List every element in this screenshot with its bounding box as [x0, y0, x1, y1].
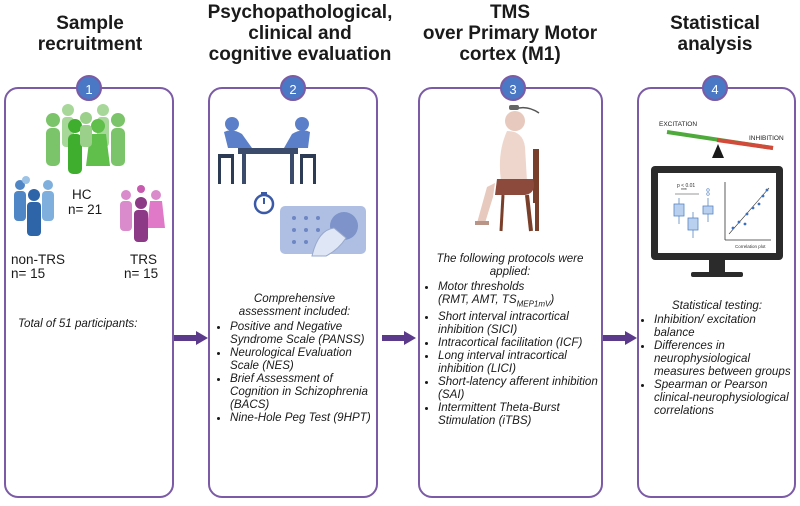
hc-count: n= 21	[68, 202, 103, 217]
list-item: Motor thresholds (RMT, AMT, TSMEP1mV)	[438, 280, 600, 310]
non-trs-count: n= 15	[11, 266, 46, 281]
total-participants: Total of 51 participants:	[18, 317, 138, 330]
arrow-right-icon	[382, 331, 416, 345]
evaluation-intro: Comprehensive assessment included:	[238, 292, 351, 318]
seated-person-tms-illustration	[475, 105, 540, 232]
inhibition-label: INHIBITION	[749, 135, 784, 142]
arrow-right-icon	[603, 331, 637, 345]
excitation-label: EXCITATION	[659, 121, 697, 128]
protocols-list: Motor thresholds (RMT, AMT, TSMEP1mV) Sh…	[426, 280, 600, 427]
motor-thresholds-close: )	[550, 293, 555, 306]
title-statistical-analysis: Statistical analysis	[670, 13, 760, 55]
title-sample-recruitment: Sample recruitment	[37, 13, 143, 55]
statistics-intro: Statistical testing:	[671, 299, 763, 312]
statistics-list: Inhibition/ excitation balance Differenc…	[642, 313, 792, 417]
balance-scale-icon: EXCITATION INHIBITION	[659, 121, 784, 158]
list-item: Brief Assessment of Cognition in Schizop…	[230, 372, 373, 411]
non-trs-people-icon	[14, 176, 54, 236]
list-item: Intermittent Theta-Burst Stimulation (iT…	[438, 401, 600, 427]
list-item: Neurological Evaluation Scale (NES)	[230, 346, 373, 372]
protocols-intro: The following protocols were applied:	[436, 252, 584, 278]
list-item: Inhibition/ excitation balance	[654, 313, 792, 339]
list-item: Long interval intracortical inhibition (…	[438, 349, 600, 375]
correlation-plot-icon: Correlation plot	[724, 182, 771, 249]
stopwatch-icon	[253, 192, 275, 215]
trs-people-icon	[120, 185, 165, 242]
monitor-icon	[651, 166, 783, 277]
list-item: Short interval intracortical inhibition …	[438, 310, 600, 336]
list-item: Spearman or Pearson clinical-neurophysio…	[654, 378, 792, 417]
step-badge-4: 4	[702, 75, 728, 101]
balance-and-monitor-illustration: EXCITATION INHIBITION p < 0.01 *** Corre…	[651, 121, 784, 277]
list-item: Nine-Hole Peg Test (9HPT)	[230, 411, 373, 424]
motor-thresholds-subscript: MEP1mV	[516, 299, 551, 309]
boxplot-icon: p < 0.01 ***	[673, 183, 714, 238]
list-item: Intracortical facilitation (ICF)	[438, 336, 600, 349]
interview-icon	[218, 117, 316, 184]
p-value-label: p < 0.01	[677, 183, 695, 189]
title-tms: TMS over Primary Motor cortex (M1)	[422, 2, 598, 65]
list-item: Positive and Negative Syndrome Scale (PA…	[230, 320, 373, 346]
step-badge-1: 1	[76, 75, 102, 101]
trs-count: n= 15	[124, 266, 159, 281]
title-evaluation: Psychopathological, clinical and cogniti…	[207, 2, 393, 65]
hc-label: HC	[72, 187, 92, 202]
non-trs-label: non-TRS	[11, 252, 66, 267]
people-groups-illustration	[14, 104, 165, 242]
list-item: Differences in neurophysiological measur…	[654, 339, 792, 378]
peg-board-icon	[280, 206, 366, 257]
hc-people-icon	[46, 104, 125, 174]
list-item: Short-latency afferent inhibition (SAI)	[438, 375, 600, 401]
motor-thresholds-label: Motor thresholds	[438, 280, 525, 293]
trs-label: TRS	[130, 252, 157, 267]
step-badge-3: 3	[500, 75, 526, 101]
clinical-evaluation-illustration	[218, 117, 366, 257]
panel-statistics	[637, 87, 796, 498]
significance-stars: ***	[681, 188, 687, 194]
step-badge-2: 2	[280, 75, 306, 101]
motor-thresholds-detail: (RMT, AMT, TS	[438, 293, 517, 306]
arrow-right-icon	[174, 331, 208, 345]
correlation-plot-label: Correlation plot	[735, 244, 766, 249]
evaluation-list: Positive and Negative Syndrome Scale (PA…	[218, 320, 373, 424]
